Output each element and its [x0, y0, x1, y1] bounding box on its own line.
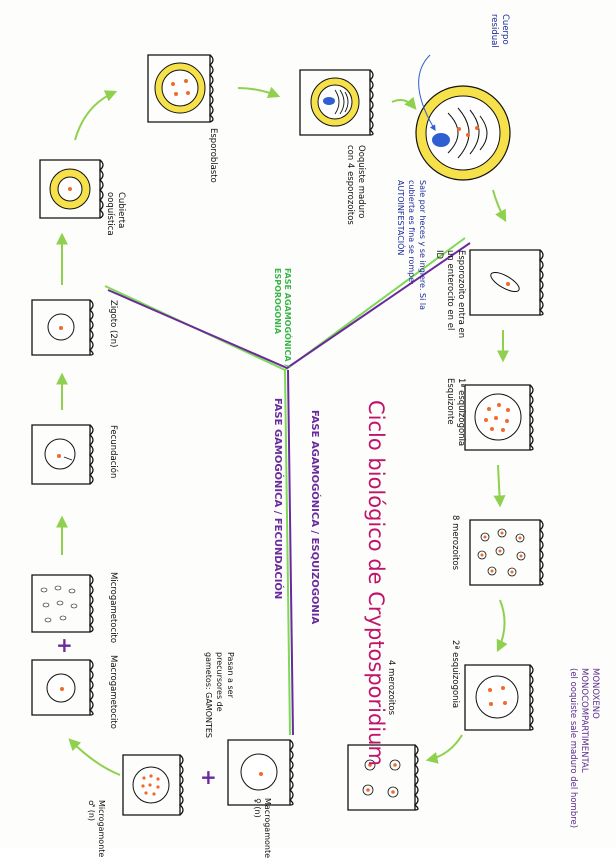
label-segunda-esquizogonia: 2ª esquizogonia [450, 640, 460, 709]
label-cuatro-merozoitos: 4 merozoitos [386, 660, 396, 716]
stage-box-macrogametocito [31, 659, 94, 716]
label-esporoblasto: Esporoblasto [208, 128, 218, 183]
label-primera-esquizogonia: 1ª esquizogonia Esquizonte [445, 378, 466, 447]
side-note: MONOXENO MONOCOMPARTIMENTAL (el ooquiste… [567, 668, 600, 838]
side-note-line-1: MONOXENO [590, 668, 600, 719]
label-microgametocito: Microgametocito [108, 572, 118, 644]
stage-box-segunda-esquizogonia [464, 664, 534, 731]
stage-box-fecundacion [31, 424, 94, 485]
stage-box-microgametocito [31, 574, 94, 633]
plus-sign-left: + [56, 633, 73, 657]
stage-box-zigoto [31, 299, 94, 356]
label-ooquiste-maduro: Ooquiste maduro con 4 esporozoitos [345, 145, 366, 225]
stage-box-ocho-merozoitos [469, 519, 544, 586]
label-esporozoito: Esporozoito entra en un enterocito en el… [434, 250, 466, 339]
phase-label-agamogonica-esquizogonia: FASE AGAMOGÓNICA / ESQUIZOGONIA [309, 410, 320, 625]
label-macrogamonte: Macrogamonte ♀ (n) [253, 798, 272, 858]
cycle-arrows [56, 86, 509, 776]
label-microgamonte: Microgamonte ♂ (n) [87, 800, 106, 858]
label-cubierta-ooquistica: Cubierta ooquística [105, 192, 126, 236]
stage-box-macrogamonte [227, 739, 294, 806]
stage-box-ooquiste-maduro [299, 69, 374, 136]
label-fecundacion: Fecundación [108, 425, 118, 479]
page-title: Ciclo biológico de Cryptosporidium [364, 400, 388, 766]
stage-box-primera-esquizogonia [464, 384, 534, 451]
label-pasan-precursores: Pasan a ser precursores de gametos: GAMO… [204, 652, 235, 739]
side-note-line-2: MONOCOMPARTIMENTAL [579, 668, 589, 773]
label-sale-por-heces: Sale por heces y se ingiere. Si la cubie… [396, 180, 427, 311]
stage-large-oocyst [415, 54, 511, 181]
stage-box-esporoblasto [147, 54, 214, 123]
label-ocho-merozoitos: 8 merozoitos [450, 515, 460, 571]
plus-sign-bottom: + [200, 765, 217, 789]
stage-box-esporozoito [469, 249, 544, 316]
stage-box-cubierta [39, 159, 104, 219]
label-cuerpo-residual: Cuerpo residual [489, 14, 510, 48]
phase-divider-lines [104, 237, 471, 736]
phase-label-agamogonica-esporogonia: FASE AGAMOGÓNICA / ESPOROGONIA [273, 268, 292, 368]
stage-box-cuatro-merozoitos [347, 744, 419, 811]
phase-label-gamogonica-fecundacion: FASE GAMOGÓNICA / FECUNDACIÓN [272, 398, 283, 600]
side-note-line-3: (el ooquiste sale maduro del hombre) [568, 668, 578, 829]
stage-box-microgamonte [122, 754, 184, 816]
label-zigoto: Zigoto (2n) [108, 300, 118, 348]
label-macrogametocito: Macrogametocito [108, 655, 118, 729]
